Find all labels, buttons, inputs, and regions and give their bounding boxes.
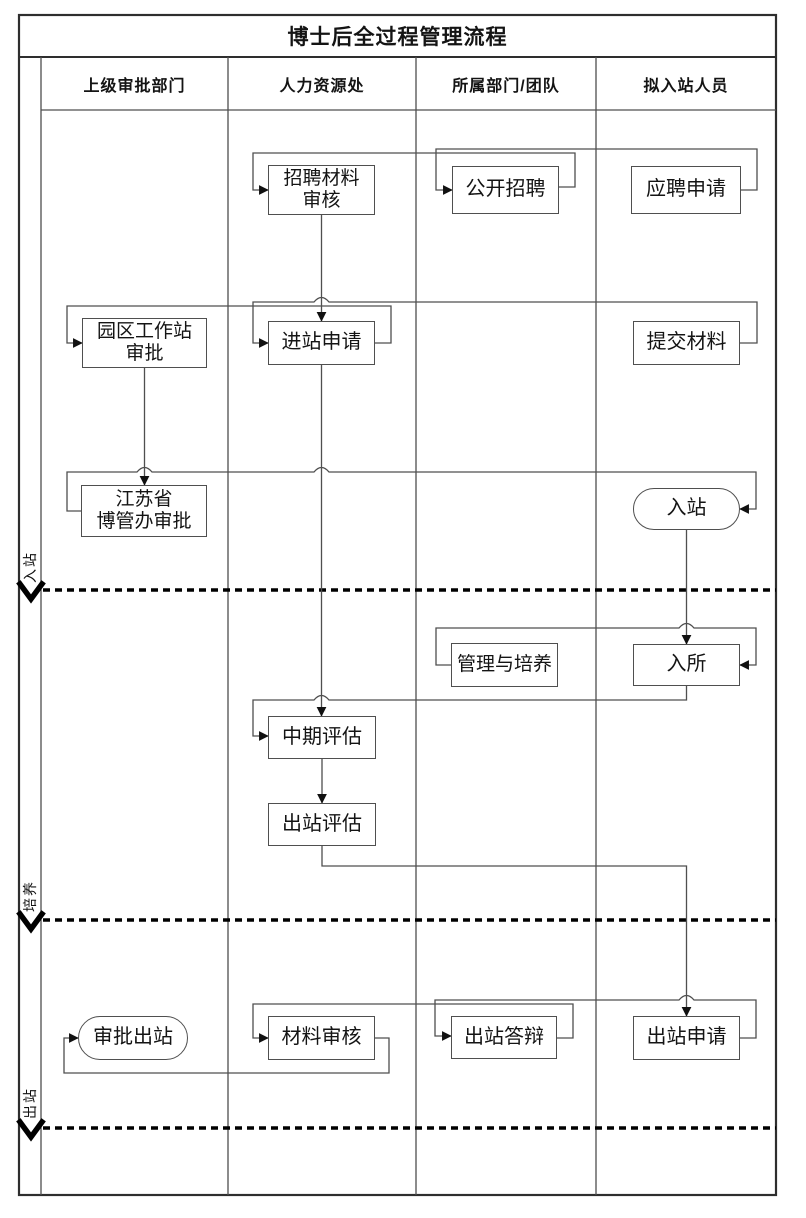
phase-separator-lines: [43, 588, 776, 1130]
node-material-review: 材料审核: [268, 1016, 375, 1060]
node-recruit-material-review: 招聘材料 审核: [268, 165, 375, 215]
node-station-entry: 入站: [633, 488, 740, 530]
node-institute-entry: 入所: [633, 644, 740, 686]
edge-exit-eval-to-exit-apply: [321, 846, 692, 1017]
lane-header-hr: 人力资源处: [279, 77, 365, 95]
edge-material-review-to-approve-exit: [63, 1033, 390, 1074]
node-jiangsu-postdoc-office-approval: 江苏省 博管办审批: [81, 485, 207, 537]
edge-enter-institute-to-midterm: [252, 686, 688, 741]
node-exit-defense: 出站答辩: [451, 1016, 557, 1059]
diagram-title: 博士后全过程管理流程: [287, 26, 508, 49]
edge-exit-apply-to-exit-defense: [434, 994, 757, 1041]
edge-exit-defense-to-material-review: [252, 1003, 574, 1043]
phase-label-exit: 出站: [22, 1087, 38, 1119]
node-approve-exit: 审批出站: [78, 1016, 188, 1060]
node-midterm-evaluation: 中期评估: [268, 716, 376, 759]
node-exit-application: 出站申请: [633, 1016, 740, 1060]
node-job-application: 应聘申请: [631, 166, 741, 214]
edge-open-recruit-to-recruit-review: [252, 152, 576, 195]
edge-manage-train-to-enter-institute: [435, 622, 757, 670]
diagram-border: [17, 13, 778, 1197]
edge-submit-materials-to-entry-apply: [252, 296, 758, 348]
phase-chevron-down-icon: [16, 580, 46, 1142]
node-open-recruitment: 公开招聘: [452, 166, 559, 214]
phase-label-training: 培养: [22, 880, 38, 912]
lane-header-candidate: 拟入站人员: [643, 77, 729, 95]
node-exit-evaluation: 出站评估: [268, 803, 376, 846]
node-entry-application: 进站申请: [268, 321, 375, 365]
lane-header-department-team: 所属部门/团队: [452, 77, 560, 95]
edge-entry-apply-to-park-approval: [66, 305, 392, 348]
node-park-workstation-approval: 园区工作站 审批: [82, 318, 207, 368]
node-management-and-training: 管理与培养: [451, 643, 558, 687]
flow-connectors: [63, 148, 758, 1074]
node-submit-materials: 提交材料: [633, 321, 740, 365]
lane-dividers: [40, 57, 776, 1195]
edge-apply-to-open-recruit: [435, 148, 758, 195]
edge-jiangsu-approval-to-entry: [66, 466, 757, 514]
lane-header-superior-approval: 上级审批部门: [83, 77, 186, 95]
phase-label-entry: 入站: [22, 551, 38, 583]
